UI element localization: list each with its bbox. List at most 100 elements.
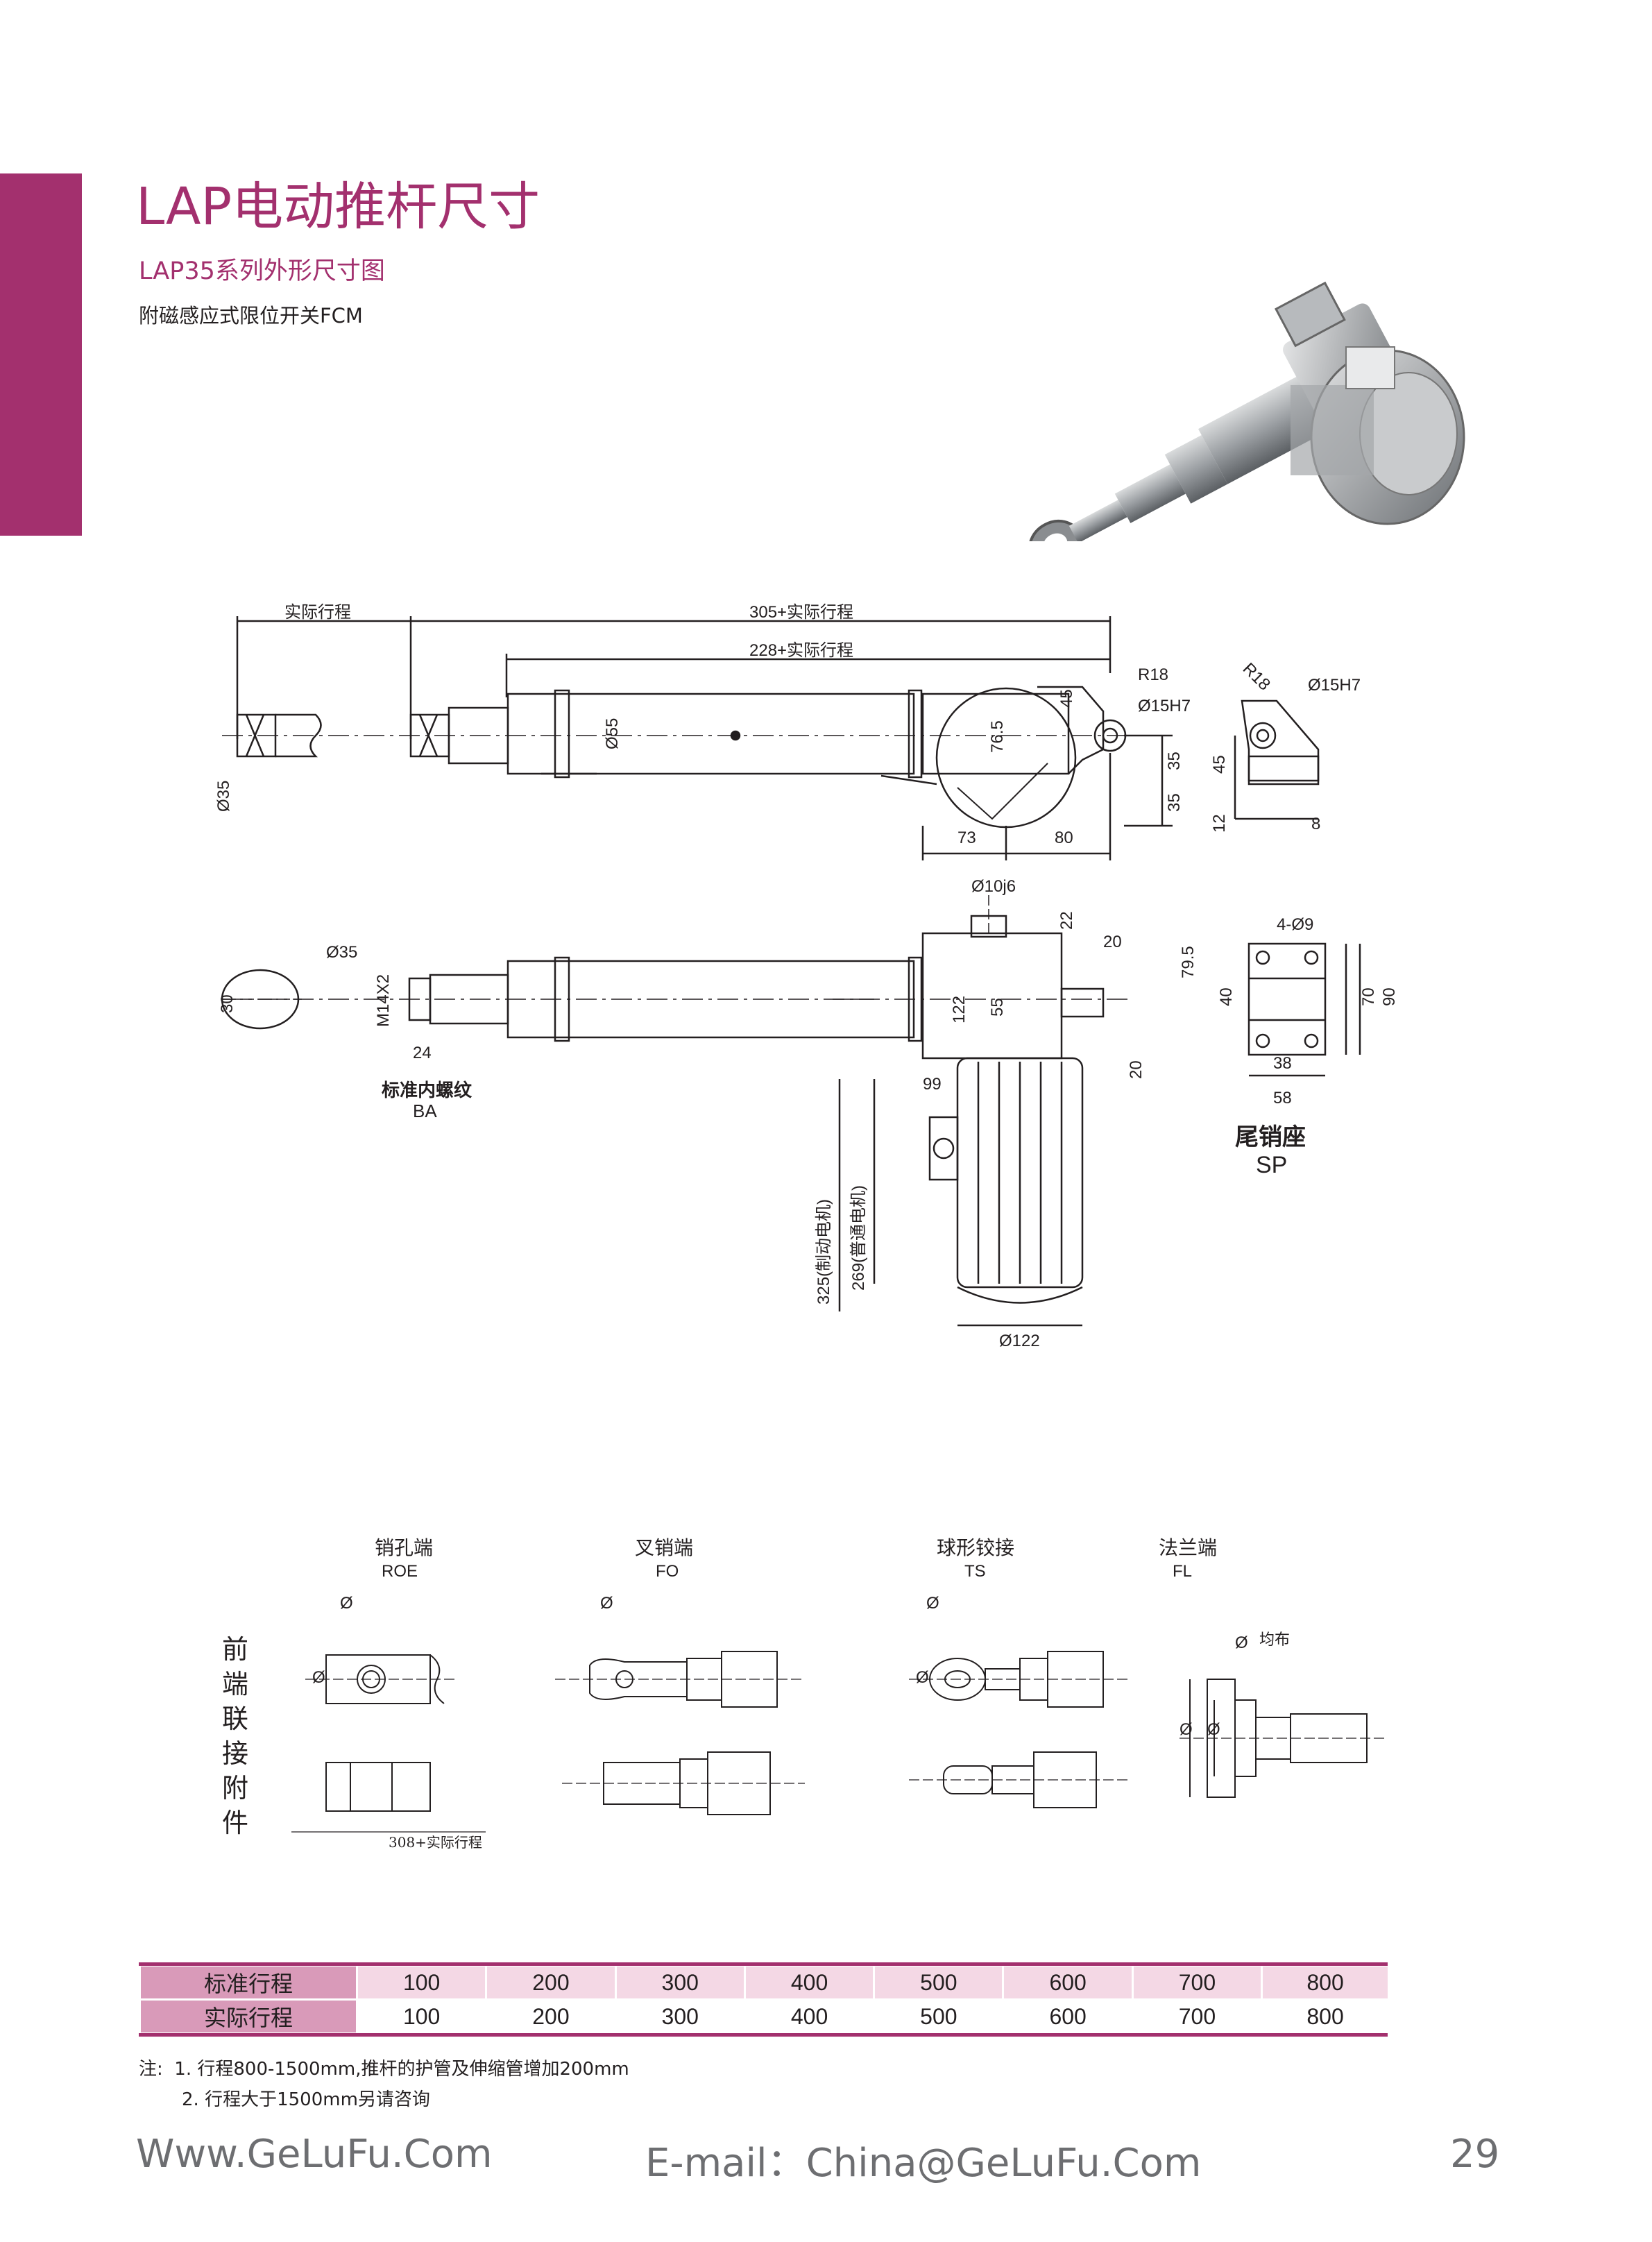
tail-r18: R18 xyxy=(1239,659,1274,694)
footer-email[interactable]: E-mail：China@GeLuFu.Com xyxy=(645,2141,1202,2186)
acc-side-4: 附 xyxy=(222,1774,248,1803)
fv-10j6: Ø10j6 xyxy=(971,877,1016,896)
cell: 100 xyxy=(355,1999,486,2032)
tail-45: 45 xyxy=(1210,755,1229,774)
footer-website[interactable]: Www.GeLuFu.Com xyxy=(136,2132,493,2177)
fv-40: 40 xyxy=(1217,987,1236,1006)
cell: 800 xyxy=(1261,1967,1388,2001)
fv-20b: 20 xyxy=(1127,1060,1146,1079)
dim-d15h7: Ø15H7 xyxy=(1138,697,1191,715)
fv-30: 30 xyxy=(218,994,237,1013)
cell: 600 xyxy=(1002,1967,1133,2001)
acc-side-1: 端 xyxy=(222,1670,248,1699)
dim-35b: 35 xyxy=(1165,793,1184,812)
acc-fl-phi2: Ø xyxy=(1207,1720,1220,1739)
ba-label: 标准内螺纹 xyxy=(382,1080,472,1101)
tail-8: 8 xyxy=(1311,815,1320,833)
dim-r18: R18 xyxy=(1138,665,1168,684)
seat-holes: 4-Ø9 xyxy=(1277,915,1313,934)
page-subtitle: LAP35系列外形尺寸图 xyxy=(139,257,385,285)
acc-ts-name: 球形铰接 xyxy=(937,1537,1014,1559)
row-label: 标准行程 xyxy=(139,1967,357,2001)
fv-d122: Ø122 xyxy=(999,1332,1040,1350)
acc-fo-phi: Ø xyxy=(600,1594,613,1613)
page-number: 29 xyxy=(1450,2132,1500,2177)
top-view xyxy=(222,616,1173,860)
dim-body: 228+实际行程 xyxy=(749,641,853,660)
cell: 200 xyxy=(485,1999,616,2032)
dim-80: 80 xyxy=(1055,829,1073,847)
fv-24: 24 xyxy=(413,1044,432,1062)
dim-d55: Ø55 xyxy=(603,718,622,749)
cell: 400 xyxy=(743,1967,874,2001)
seat-70: 70 xyxy=(1359,987,1378,1006)
cell: 400 xyxy=(743,1999,874,2032)
tail-12: 12 xyxy=(1210,814,1229,833)
acc-fl-phi3: Ø xyxy=(1235,1633,1248,1652)
front-accessories: 前 端 联 接 附 件 销孔端 ROE 叉销端 FO 球形铰接 TS 法兰端 F… xyxy=(222,1537,1388,1851)
acc-fo-name: 叉销端 xyxy=(635,1537,693,1559)
dim-73: 73 xyxy=(957,829,976,847)
acc-stroke-note: 308+实际行程 xyxy=(389,1834,482,1851)
note-2: 2. 行程大于1500mm另请咨询 xyxy=(182,2089,430,2110)
fv-269: 269(普通电机) xyxy=(849,1185,868,1291)
cell: 500 xyxy=(873,1999,1003,2032)
acc-ts-phi1: Ø xyxy=(926,1594,939,1613)
acc-ts-phi2: Ø xyxy=(916,1668,929,1687)
acc-ts-code: TS xyxy=(964,1562,986,1581)
stroke-table: 标准行程 100 200 300 400 500 600 700 800 实际行… xyxy=(139,1967,1388,2032)
acc-roe-phi1: Ø xyxy=(340,1594,353,1613)
dim-45a: 45 xyxy=(1057,689,1076,708)
acc-fl-name: 法兰端 xyxy=(1159,1537,1217,1559)
fv-m14: M14X2 xyxy=(374,974,393,1027)
cell: 200 xyxy=(485,1967,616,2001)
page-title: LAP电动推杆尺寸 xyxy=(136,177,540,237)
table-bottom-rule xyxy=(139,2033,1388,2037)
note-1: 1. 行程800-1500mm,推杆的护管及伸缩管增加200mm xyxy=(174,2059,629,2080)
fv-122: 122 xyxy=(950,996,969,1024)
cell: 700 xyxy=(1131,1999,1262,2032)
fv-99: 99 xyxy=(923,1075,942,1094)
cell: 300 xyxy=(614,1967,745,2001)
seat-code: SP xyxy=(1256,1152,1287,1178)
tail-d15h7: Ø15H7 xyxy=(1308,676,1361,695)
tail-side-view xyxy=(1234,699,1320,820)
fv-d35: Ø35 xyxy=(326,943,357,962)
fv-325: 325(制动电机) xyxy=(815,1199,833,1305)
dim-d35: Ø35 xyxy=(214,781,233,812)
cell: 600 xyxy=(1002,1999,1133,2032)
fv-55: 55 xyxy=(988,998,1007,1017)
seat-38: 38 xyxy=(1273,1054,1292,1073)
table-row: 标准行程 100 200 300 400 500 600 700 800 xyxy=(139,1967,1388,2001)
fv-20a: 20 xyxy=(1103,933,1122,951)
page-note: 附磁感应式限位开关FCM xyxy=(139,304,363,328)
front-view xyxy=(221,895,1361,1327)
acc-side-0: 前 xyxy=(222,1636,248,1665)
dim-actual-stroke: 实际行程 xyxy=(284,603,351,622)
ba-code: BA xyxy=(413,1101,437,1121)
seat-58: 58 xyxy=(1273,1089,1292,1107)
acc-fl-code: FL xyxy=(1173,1562,1192,1581)
dimension-drawing: 实际行程 305+实际行程 228+实际行程 Ø35 Ø55 76.5 45 R… xyxy=(214,603,1399,1350)
cell: 100 xyxy=(355,1967,486,2001)
cell: 300 xyxy=(614,1999,745,2032)
cell: 500 xyxy=(873,1967,1003,2001)
acc-fl-phi1: Ø xyxy=(1180,1720,1193,1739)
actuator-photo xyxy=(1028,281,1465,541)
fv-795: 79.5 xyxy=(1179,946,1198,978)
table-row: 实际行程 100 200 300 400 500 600 700 800 xyxy=(139,1999,1388,2032)
acc-roe-name: 销孔端 xyxy=(375,1537,433,1559)
acc-fo-code: FO xyxy=(656,1562,679,1581)
dim-overall: 305+实际行程 xyxy=(749,603,853,622)
cell: 700 xyxy=(1131,1967,1262,2001)
seat-90: 90 xyxy=(1380,987,1399,1006)
fv-22: 22 xyxy=(1057,911,1076,930)
acc-side-5: 件 xyxy=(222,1809,248,1838)
acc-roe-code: ROE xyxy=(382,1562,418,1581)
acc-fl-even: 均布 xyxy=(1259,1631,1290,1649)
notes: 注: 1. 行程800-1500mm,推杆的护管及伸缩管增加200mm 2. 行… xyxy=(139,2054,629,2115)
acc-roe-phi2: Ø xyxy=(312,1668,325,1687)
notes-prefix: 注: xyxy=(139,2059,163,2080)
acc-side-3: 接 xyxy=(222,1740,248,1769)
row-label: 实际行程 xyxy=(139,1999,357,2032)
